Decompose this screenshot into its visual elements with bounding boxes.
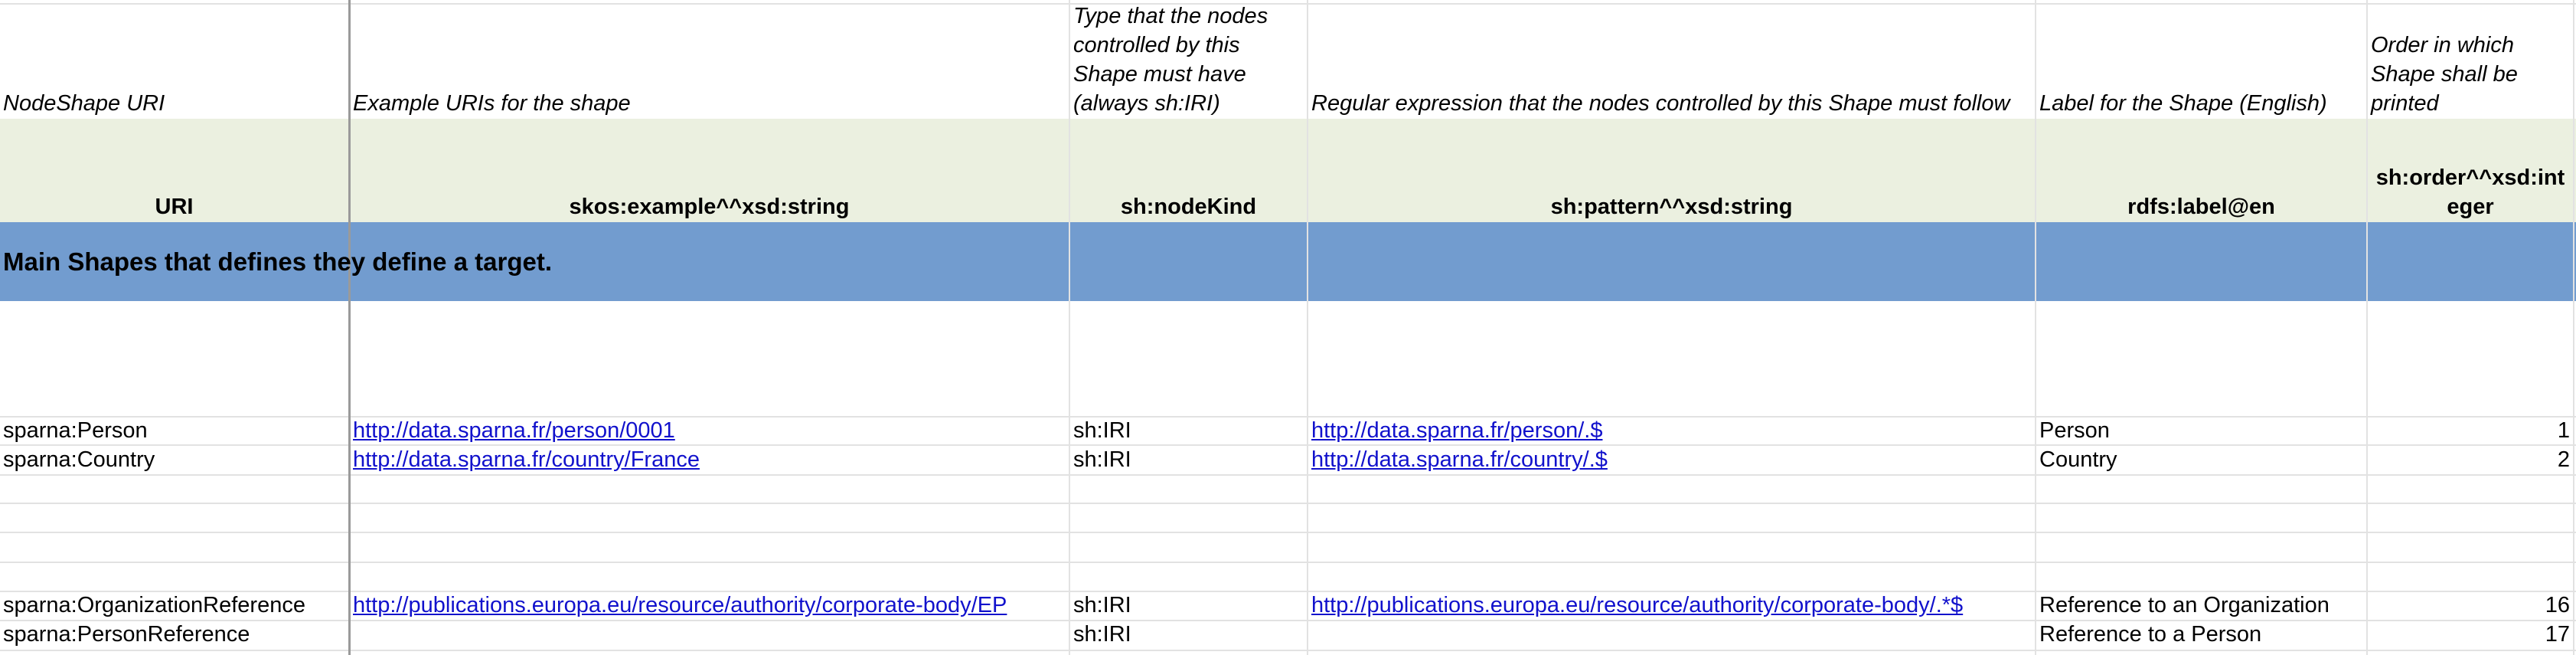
cell-uri[interactable]: sparna:PersonReference bbox=[3, 622, 250, 647]
cell-uri[interactable]: sparna:OrganizationReference bbox=[3, 593, 305, 617]
cell-nodekind[interactable]: sh:IRI bbox=[1073, 593, 1131, 617]
column-header-order[interactable]: sh:order^^xsd:int eger bbox=[2375, 165, 2565, 219]
cell-order[interactable]: 17 bbox=[2545, 622, 2570, 647]
column-header-example[interactable]: skos:example^^xsd:string bbox=[569, 195, 850, 219]
description-cell-nodekind[interactable]: Type that the nodes controlled by this S… bbox=[1073, 4, 1268, 116]
gridline bbox=[0, 650, 2576, 651]
cell-order[interactable]: 2 bbox=[2557, 447, 2570, 472]
gridline bbox=[1069, 0, 1070, 655]
cell-nodekind[interactable]: sh:IRI bbox=[1073, 622, 1131, 647]
cell-label[interactable]: Country bbox=[2039, 447, 2117, 472]
gridline bbox=[0, 532, 2576, 533]
description-cell-pattern[interactable]: Regular expression that the nodes contro… bbox=[1311, 91, 2010, 116]
cell-order[interactable]: 16 bbox=[2545, 593, 2570, 617]
header-row-band bbox=[0, 119, 2576, 222]
cell-example-link[interactable]: http://data.sparna.fr/country/France bbox=[353, 447, 700, 472]
cell-pattern-link[interactable]: http://data.sparna.fr/person/.$ bbox=[1311, 418, 1603, 443]
column-header-nodekind[interactable]: sh:nodeKind bbox=[1120, 195, 1257, 219]
cell-pattern-link[interactable] bbox=[1308, 620, 2035, 649]
gridline bbox=[0, 620, 2576, 621]
gridline bbox=[0, 562, 2576, 563]
cell-label[interactable]: Reference to a Person bbox=[2039, 622, 2262, 647]
description-cell-uri[interactable]: NodeShape URI bbox=[3, 91, 165, 116]
column-header-pattern[interactable]: sh:pattern^^xsd:string bbox=[1550, 195, 1793, 219]
gridline bbox=[0, 444, 2576, 446]
cell-pattern-link[interactable]: http://data.sparna.fr/country/.$ bbox=[1311, 447, 1608, 472]
section-row-band bbox=[0, 222, 2576, 301]
description-cell-example[interactable]: Example URIs for the shape bbox=[353, 91, 631, 116]
frozen-column-divider[interactable] bbox=[348, 0, 351, 655]
gridline bbox=[2573, 0, 2574, 655]
gridline bbox=[0, 503, 2576, 504]
gridline bbox=[2035, 0, 2036, 655]
cell-example-link[interactable] bbox=[350, 620, 1069, 649]
cell-label[interactable]: Reference to an Organization bbox=[2039, 593, 2330, 617]
gridline bbox=[2366, 0, 2368, 655]
description-cell-label[interactable]: Label for the Shape (English) bbox=[2039, 91, 2327, 116]
description-cell-order[interactable]: Order in which Shape shall be printed bbox=[2371, 33, 2518, 116]
cell-pattern-link[interactable]: http://publications.europa.eu/resource/a… bbox=[1311, 593, 1964, 617]
cell-example-link[interactable]: http://data.sparna.fr/person/0001 bbox=[353, 418, 675, 443]
cell-order[interactable]: 1 bbox=[2557, 418, 2570, 443]
cell-uri[interactable]: sparna:Country bbox=[3, 447, 155, 472]
column-header-uri[interactable]: URI bbox=[155, 195, 194, 219]
gridline bbox=[0, 416, 2576, 418]
cell-nodekind[interactable]: sh:IRI bbox=[1073, 447, 1131, 472]
section-title[interactable]: Main Shapes that defines they define a t… bbox=[3, 247, 552, 276]
gridline bbox=[0, 591, 2576, 592]
cell-example-link[interactable]: http://publications.europa.eu/resource/a… bbox=[353, 593, 1007, 617]
gridline bbox=[1307, 0, 1308, 655]
cell-label[interactable]: Person bbox=[2039, 418, 2110, 443]
cell-nodekind[interactable]: sh:IRI bbox=[1073, 418, 1131, 443]
gridline bbox=[0, 3, 2576, 5]
gridline bbox=[0, 474, 2576, 476]
cell-uri[interactable]: sparna:Person bbox=[3, 418, 148, 443]
column-header-label[interactable]: rdfs:label@en bbox=[2127, 195, 2275, 219]
